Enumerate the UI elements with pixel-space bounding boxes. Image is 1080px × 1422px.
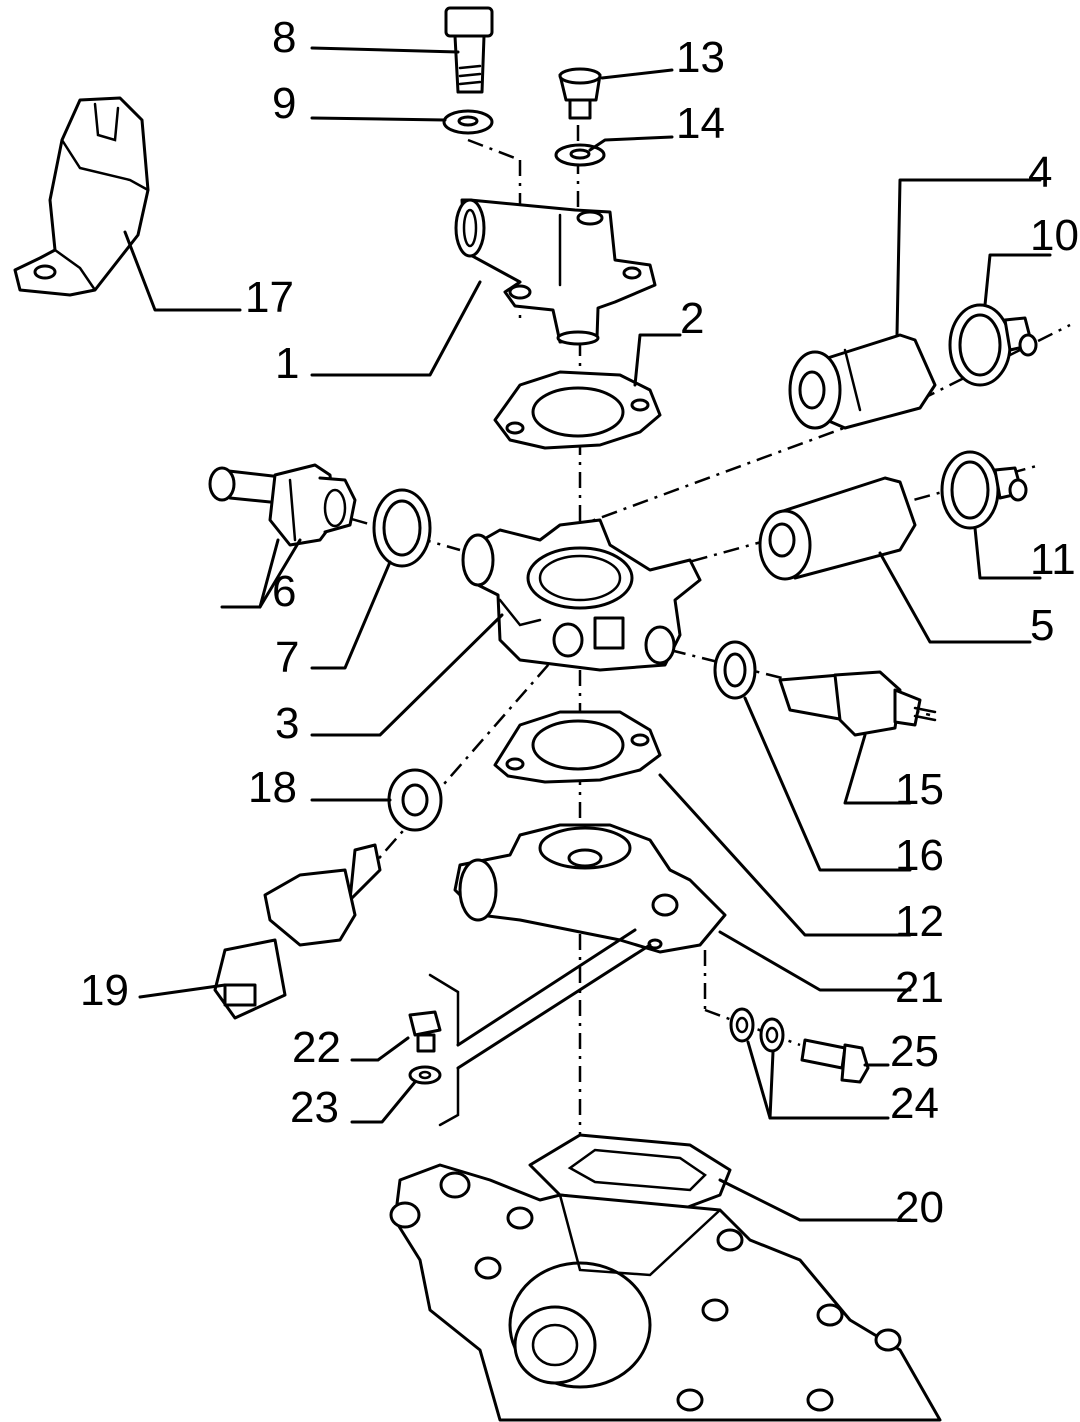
lower-housing-part-21 xyxy=(453,823,727,954)
callout-19: 19 xyxy=(80,966,129,1015)
callout-16: 16 xyxy=(895,831,944,880)
callout-10: 10 xyxy=(1030,211,1079,260)
callout-12: 12 xyxy=(895,897,944,946)
callout-24: 24 xyxy=(890,1079,939,1128)
hose-clamp-part-10 xyxy=(948,303,1038,387)
water-pump-body xyxy=(389,1163,942,1422)
leader-lines xyxy=(123,46,1052,1222)
bolt-part-8 xyxy=(444,6,494,94)
bracket-part-17 xyxy=(13,96,150,297)
upper-housing-part-1 xyxy=(454,198,657,346)
callout-22: 22 xyxy=(292,1023,341,1072)
callout-labels: 8 9 13 14 4 10 17 2 1 11 6 5 7 3 18 15 1… xyxy=(80,13,1079,1232)
callout-6: 6 xyxy=(272,567,296,616)
callout-23: 23 xyxy=(290,1083,339,1132)
seal-part-18 xyxy=(387,768,443,832)
callout-8: 8 xyxy=(272,13,296,62)
callout-25: 25 xyxy=(890,1027,939,1076)
callout-4: 4 xyxy=(1028,148,1052,197)
screw-part-25 xyxy=(800,1038,870,1084)
washer-part-9 xyxy=(442,109,494,135)
callout-18: 18 xyxy=(248,763,297,812)
callout-3: 3 xyxy=(275,699,299,748)
washers-part-24 xyxy=(729,1007,785,1053)
bracket-mark-22-23 xyxy=(428,973,460,1127)
callout-17: 17 xyxy=(245,273,294,322)
callout-1: 1 xyxy=(275,339,299,388)
callout-5: 5 xyxy=(1030,601,1054,650)
seal-part-16 xyxy=(713,640,757,700)
seal-ring-part-7 xyxy=(372,488,432,568)
callout-9: 9 xyxy=(272,79,296,128)
callout-7: 7 xyxy=(275,633,299,682)
hose-clamp-part-11 xyxy=(940,450,1028,530)
hose-part-5 xyxy=(758,476,917,581)
sender-unit-part-15 xyxy=(778,670,937,737)
callout-11: 11 xyxy=(1030,535,1076,584)
washer-part-14 xyxy=(554,143,606,167)
gasket-part-2 xyxy=(493,370,662,450)
callout-15: 15 xyxy=(895,765,944,814)
plug-screw-part-13 xyxy=(558,67,602,120)
callout-2: 2 xyxy=(680,294,704,343)
temperature-switch-part-6 xyxy=(208,463,357,547)
callout-14: 14 xyxy=(676,99,725,148)
washer-part-23 xyxy=(408,1065,442,1085)
callout-21: 21 xyxy=(895,963,944,1012)
hose-part-4 xyxy=(788,333,937,430)
gasket-part-12 xyxy=(493,710,662,784)
callout-20: 20 xyxy=(895,1183,944,1232)
callout-13: 13 xyxy=(676,33,725,82)
thermostat-body-part-3 xyxy=(461,518,702,672)
temperature-sensor-part-19 xyxy=(213,843,382,1020)
screw-part-22 xyxy=(408,1010,442,1053)
